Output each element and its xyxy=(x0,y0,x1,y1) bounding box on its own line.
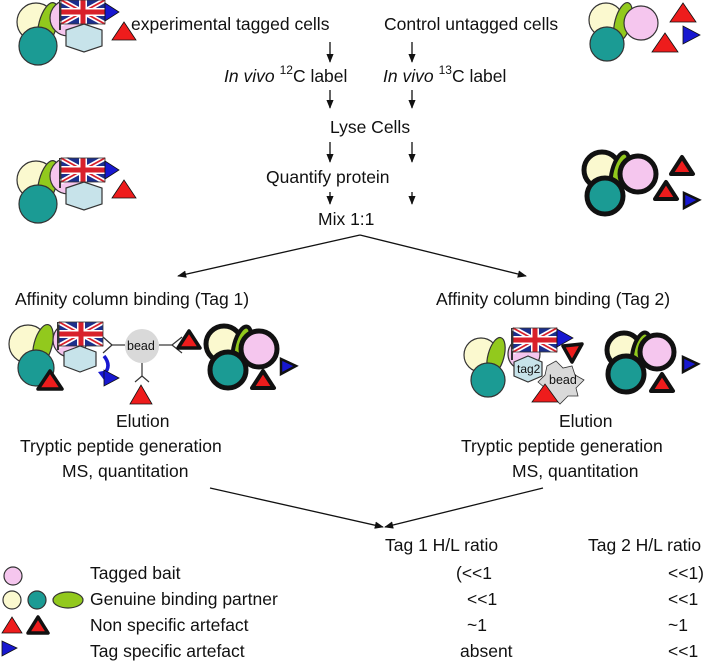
tag2-step-tryptic: Tryptic peptide generation xyxy=(461,436,663,456)
tag2-label: tag2 xyxy=(517,362,541,376)
tag1-processing-steps: Elution Tryptic peptide generation MS, q… xyxy=(20,411,222,481)
tag2-light-complex-icon xyxy=(604,330,701,395)
arrow-merge-right xyxy=(384,487,544,529)
tag2-processing-steps: Elution Tryptic peptide generation MS, q… xyxy=(461,411,663,481)
lyse-cells-step: Lyse Cells xyxy=(330,117,410,137)
tag2-ratio-header: Tag 2 H/L ratio xyxy=(588,535,701,555)
tag1-branch-title: Affinity column binding (Tag 1) xyxy=(15,289,249,309)
tag1-ratio-value: absent xyxy=(460,641,513,661)
heavy-labeled-complex-icon xyxy=(17,158,136,223)
tag1-ratio-header: Tag 1 H/L ratio xyxy=(385,535,498,555)
tag2-ratio-value: ~1 xyxy=(668,615,688,635)
bead2-label: bead xyxy=(549,373,577,387)
mix-step: Mix 1:1 xyxy=(318,209,374,229)
tag1-ratio-value: ~1 xyxy=(467,615,487,635)
bead-label: bead xyxy=(127,339,155,353)
light-labeled-complex-icon xyxy=(581,149,702,217)
tag-specific-artefact-icon xyxy=(1,640,18,657)
tagged-bait-icon xyxy=(3,566,23,586)
binding-partner-icons xyxy=(2,590,84,610)
tag1-step-tryptic: Tryptic peptide generation xyxy=(20,436,222,456)
arrow-to-tag1 xyxy=(177,234,361,278)
tag2-step-elution: Elution xyxy=(559,411,613,431)
tag2-ratio-value: <<1 xyxy=(668,589,698,609)
control-cells-label: Control untagged cells xyxy=(384,14,558,34)
arrow-merge-left xyxy=(209,487,384,529)
tag2-branch-title: Affinity column binding (Tag 2) xyxy=(436,289,670,309)
arrow-to-tag2 xyxy=(359,234,527,278)
results-rows: Tagged bait (<<1 <<1) Genuine binding partn… xyxy=(90,563,704,661)
tag2-ratio-value: <<1 xyxy=(668,641,698,661)
nonspecific-artefact-icons xyxy=(1,615,50,635)
tag2-ratio-value: <<1) xyxy=(668,563,704,583)
legend-row-label: Tagged bait xyxy=(90,563,181,583)
tag1-binding-cluster-icon: bead xyxy=(8,322,202,405)
experimental-cells-label: experimental tagged cells xyxy=(131,14,330,34)
tag2-binding-cluster-icon: tag2 bead xyxy=(463,328,585,405)
tag1-light-complex-icon xyxy=(203,323,299,391)
tag1-ratio-value: <<1 xyxy=(467,589,497,609)
tagged-cell-complex-icon xyxy=(17,0,136,65)
tag1-ratio-value: (<<1 xyxy=(456,563,492,583)
legend-row-label: Genuine binding partner xyxy=(90,589,278,609)
tag1-step-ms: MS, quantitation xyxy=(62,461,188,481)
legend-row-label: Non specific artefact xyxy=(90,615,249,635)
untagged-cell-complex-icon xyxy=(588,1,701,62)
tag2-step-ms: MS, quantitation xyxy=(512,461,638,481)
quantify-protein-step: Quantify protein xyxy=(266,167,390,187)
legend-row-label: Tag specific artefact xyxy=(90,641,245,661)
tag1-step-elution: Elution xyxy=(116,411,170,431)
